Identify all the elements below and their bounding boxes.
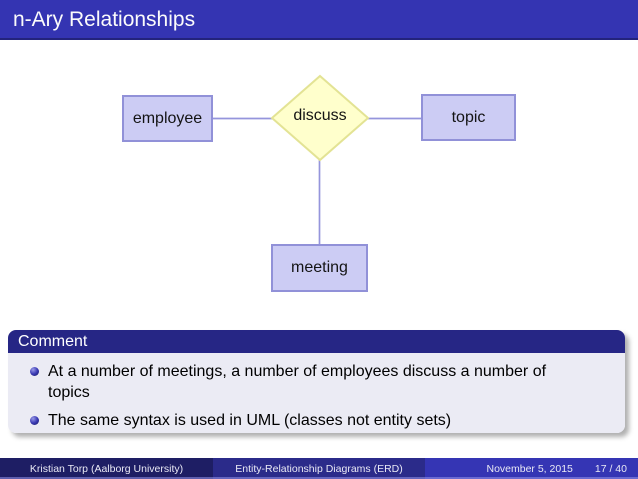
relationship-discuss-label: discuss xyxy=(293,107,347,124)
footer-author: Kristian Torp (Aalborg University) xyxy=(0,458,213,479)
footer-right-segment: November 5, 2015 17 / 40 xyxy=(425,458,638,479)
frame-title: n-Ary Relationships xyxy=(0,0,638,40)
comment-block-title: Comment xyxy=(8,330,625,353)
comment-block-body: At a number of meetings, a number of emp… xyxy=(8,353,625,433)
ball-bullet-icon xyxy=(30,367,39,376)
comment-bullet-2-text: The same syntax is used in UML (classes … xyxy=(48,412,452,429)
footer-page-number: 17 / 40 xyxy=(594,462,627,475)
entity-employee: employee xyxy=(122,95,213,142)
comment-bullet-1-text: At a number of meetings, a number of emp… xyxy=(48,363,547,401)
comment-bullet-2: The same syntax is used in UML (classes … xyxy=(30,410,615,431)
entity-meeting-label: meeting xyxy=(291,259,348,276)
entity-meeting: meeting xyxy=(271,244,368,292)
entity-employee-label: employee xyxy=(132,109,203,127)
footline: Kristian Torp (Aalborg University) Entit… xyxy=(0,458,638,479)
entity-topic-label: topic xyxy=(451,108,486,126)
footer-date: November 5, 2015 xyxy=(486,462,573,475)
comment-block: Comment At a number of meetings, a numbe… xyxy=(8,330,625,433)
entity-topic: topic xyxy=(421,94,516,141)
comment-bullet-1: At a number of meetings, a number of emp… xyxy=(30,361,615,403)
ball-bullet-icon xyxy=(30,416,39,425)
footer-deck-title: Entity-Relationship Diagrams (ERD) xyxy=(213,458,425,479)
